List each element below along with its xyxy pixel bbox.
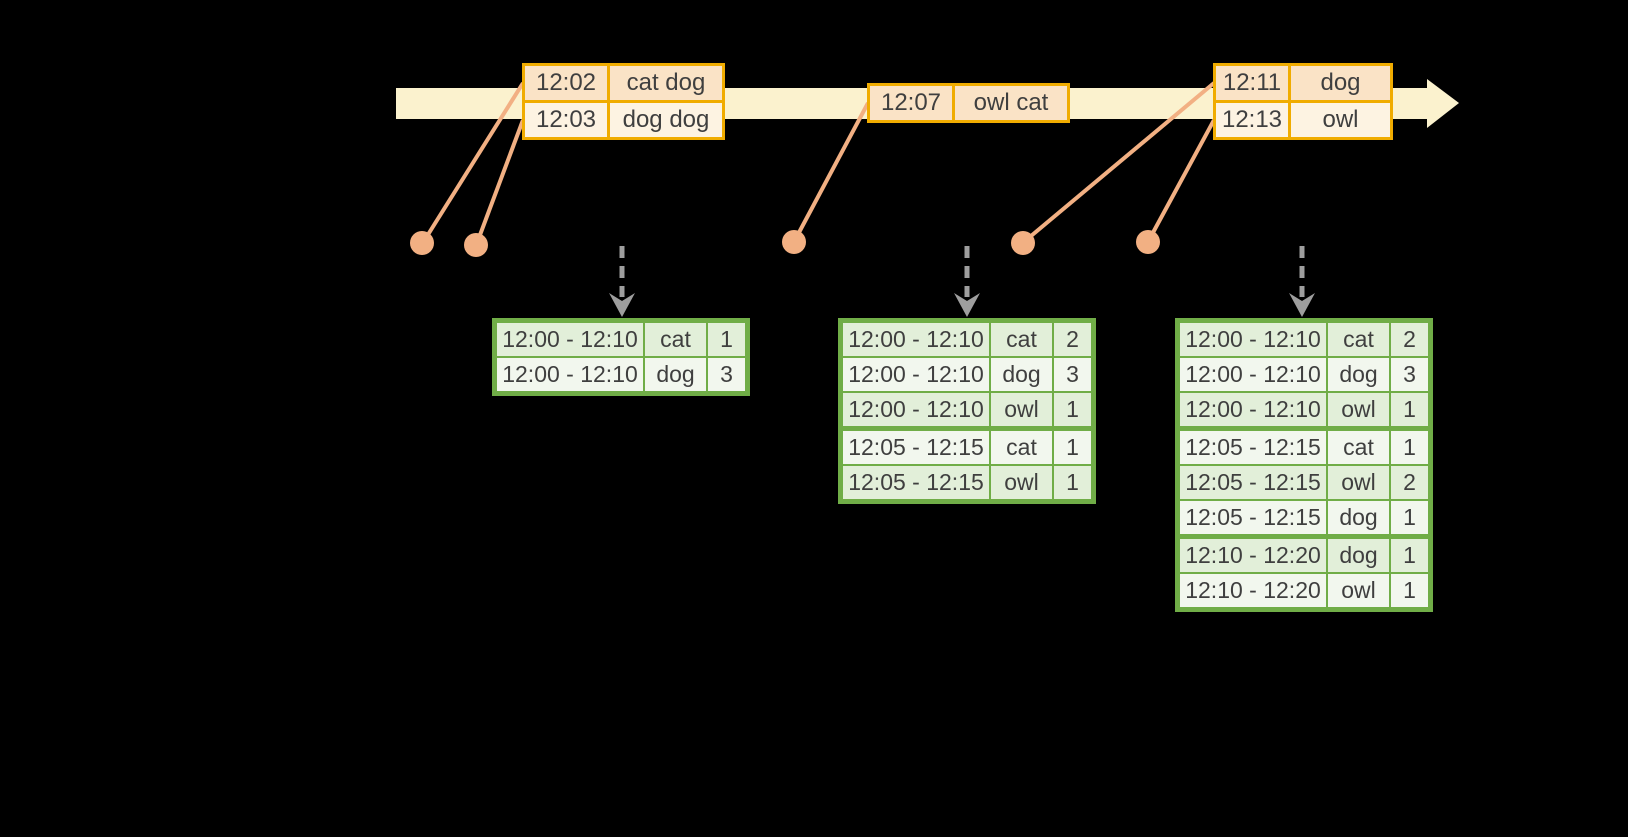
event-connector-line (1023, 81, 1216, 243)
event-connector-line (475, 119, 525, 244)
event-time-cell: 12:07 (870, 86, 952, 120)
arrow-down-icon (609, 293, 635, 317)
result-window-cell: 12:00 - 12:10 (1180, 393, 1326, 426)
result-word-cell: owl (1328, 466, 1389, 499)
result-word-cell: dog (645, 358, 706, 391)
result-window-cell: 12:10 - 12:20 (1180, 574, 1326, 607)
result-word-cell: owl (991, 393, 1052, 426)
result-word-cell: owl (1328, 574, 1389, 607)
result-word-cell: cat (645, 323, 706, 356)
result-window-cell: 12:05 - 12:15 (843, 466, 989, 499)
event-row: 12:11 dog (1216, 66, 1390, 100)
result-count-cell: 2 (1391, 323, 1428, 356)
arrow-down-icon (1289, 293, 1315, 317)
result-word-cell: owl (1328, 393, 1389, 426)
result-row: 12:00 - 12:10 dog 3 (497, 358, 745, 391)
result-word-cell: cat (991, 431, 1052, 464)
result-count-cell: 1 (1054, 431, 1091, 464)
result-window-cell: 12:00 - 12:10 (497, 358, 643, 391)
event-table-1: 12:02 cat dog 12:03 dog dog (522, 63, 725, 140)
result-count-cell: 3 (708, 358, 745, 391)
event-time-cell: 12:02 (525, 66, 607, 100)
trigger-arrow (954, 246, 980, 317)
event-dot (1011, 231, 1035, 255)
event-dot (464, 233, 488, 257)
event-words-cell: dog dog (610, 103, 722, 137)
event-table-3: 12:11 dog 12:13 owl (1213, 63, 1393, 140)
event-time-cell: 12:03 (525, 103, 607, 137)
result-window-cell: 12:00 - 12:10 (1180, 323, 1326, 356)
result-table-3: 12:00 - 12:10 cat 2 12:00 - 12:10 dog 3 … (1175, 318, 1433, 612)
result-count-cell: 1 (708, 323, 745, 356)
event-words-cell: owl cat (955, 86, 1067, 120)
result-row: 12:05 - 12:15 owl 1 (843, 466, 1091, 499)
result-window-cell: 12:00 - 12:10 (843, 393, 989, 426)
result-word-cell: owl (991, 466, 1052, 499)
result-window-cell: 12:00 - 12:10 (843, 323, 989, 356)
result-table-1: 12:00 - 12:10 cat 1 12:00 - 12:10 dog 3 (492, 318, 750, 396)
result-word-cell: dog (1328, 539, 1389, 572)
result-window-cell: 12:00 - 12:10 (1180, 358, 1326, 391)
result-row: 12:00 - 12:10 owl 1 (843, 393, 1091, 426)
result-word-cell: cat (1328, 431, 1389, 464)
timeline-arrowhead-icon (1427, 79, 1459, 128)
event-words-cell: cat dog (610, 66, 722, 100)
result-row: 12:05 - 12:15 cat 1 (843, 431, 1091, 464)
event-dot (410, 231, 434, 255)
result-word-cell: dog (991, 358, 1052, 391)
event-row: 12:03 dog dog (525, 103, 722, 137)
event-dot (1136, 230, 1160, 254)
result-count-cell: 1 (1054, 393, 1091, 426)
result-count-cell: 2 (1054, 323, 1091, 356)
event-words-cell: dog (1291, 66, 1390, 100)
result-window-cell: 12:05 - 12:15 (1180, 431, 1326, 464)
result-row: 12:05 - 12:15 dog 1 (1180, 501, 1428, 534)
trigger-arrow (1289, 246, 1315, 317)
result-count-cell: 1 (1391, 574, 1428, 607)
result-row: 12:05 - 12:15 owl 2 (1180, 466, 1428, 499)
result-window-cell: 12:05 - 12:15 (1180, 501, 1326, 534)
result-row: 12:05 - 12:15 cat 1 (1180, 431, 1428, 464)
event-connector-line (422, 81, 525, 243)
result-row: 12:10 - 12:20 dog 1 (1180, 539, 1428, 572)
result-count-cell: 1 (1391, 431, 1428, 464)
event-row: 12:13 owl (1216, 103, 1390, 137)
result-count-cell: 3 (1391, 358, 1428, 391)
result-row: 12:00 - 12:10 dog 3 (843, 358, 1091, 391)
event-dot (782, 230, 806, 254)
arrow-down-icon (954, 293, 980, 317)
result-count-cell: 1 (1054, 466, 1091, 499)
result-count-cell: 1 (1391, 501, 1428, 534)
event-table-2: 12:07 owl cat (867, 83, 1070, 123)
result-window-cell: 12:00 - 12:10 (497, 323, 643, 356)
trigger-arrow (609, 246, 635, 317)
result-row: 12:10 - 12:20 owl 1 (1180, 574, 1428, 607)
result-window-cell: 12:05 - 12:15 (1180, 466, 1326, 499)
result-count-cell: 3 (1054, 358, 1091, 391)
event-row: 12:02 cat dog (525, 66, 722, 100)
event-row: 12:07 owl cat (870, 86, 1067, 120)
result-row: 12:00 - 12:10 cat 1 (497, 323, 745, 356)
event-words-cell: owl (1291, 103, 1390, 137)
result-count-cell: 2 (1391, 466, 1428, 499)
result-row: 12:00 - 12:10 cat 2 (1180, 323, 1428, 356)
result-count-cell: 1 (1391, 539, 1428, 572)
event-time-cell: 12:13 (1216, 103, 1288, 137)
result-row: 12:00 - 12:10 cat 2 (843, 323, 1091, 356)
event-connector-line (793, 102, 870, 241)
result-window-cell: 12:00 - 12:10 (843, 358, 989, 391)
result-window-cell: 12:05 - 12:15 (843, 431, 989, 464)
result-window-cell: 12:10 - 12:20 (1180, 539, 1326, 572)
result-row: 12:00 - 12:10 dog 3 (1180, 358, 1428, 391)
result-word-cell: cat (991, 323, 1052, 356)
result-word-cell: dog (1328, 358, 1389, 391)
result-table-2: 12:00 - 12:10 cat 2 12:00 - 12:10 dog 3 … (838, 318, 1096, 504)
event-connector-line (1147, 119, 1216, 241)
result-row: 12:00 - 12:10 owl 1 (1180, 393, 1428, 426)
result-count-cell: 1 (1391, 393, 1428, 426)
result-word-cell: cat (1328, 323, 1389, 356)
event-time-cell: 12:11 (1216, 66, 1288, 100)
result-word-cell: dog (1328, 501, 1389, 534)
